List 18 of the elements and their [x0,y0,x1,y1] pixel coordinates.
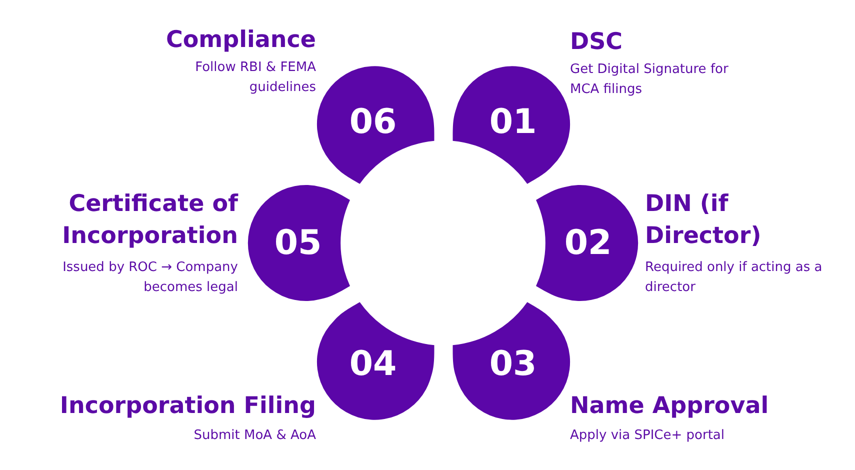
step-number: 01 [489,102,537,142]
step-number: 02 [564,223,612,263]
step-description: Apply via SPICe+ portal [570,427,726,445]
step-title: Compliance [164,26,316,55]
step-description: Required only if acting as a director [645,259,824,297]
step-title: Name Approval [570,392,770,421]
step-title: DSC [570,28,624,57]
step-title: Certificate of Incorporation [61,190,238,251]
step-description: Follow RBI & FEMA guidelines [194,59,316,97]
step-description: Submit MoA & AoA [192,427,316,445]
step-number: 05 [274,223,322,263]
step-description: Issued by ROC → Company becomes legal [62,259,238,297]
step-number: 03 [489,344,537,384]
step-number: 04 [349,344,397,384]
step-title: Incorporation Filing [58,392,316,421]
step-number: 06 [349,102,397,142]
step-description: Get Digital Signature for MCA filings [570,61,730,99]
step-title: DIN (if Director) [645,190,762,251]
